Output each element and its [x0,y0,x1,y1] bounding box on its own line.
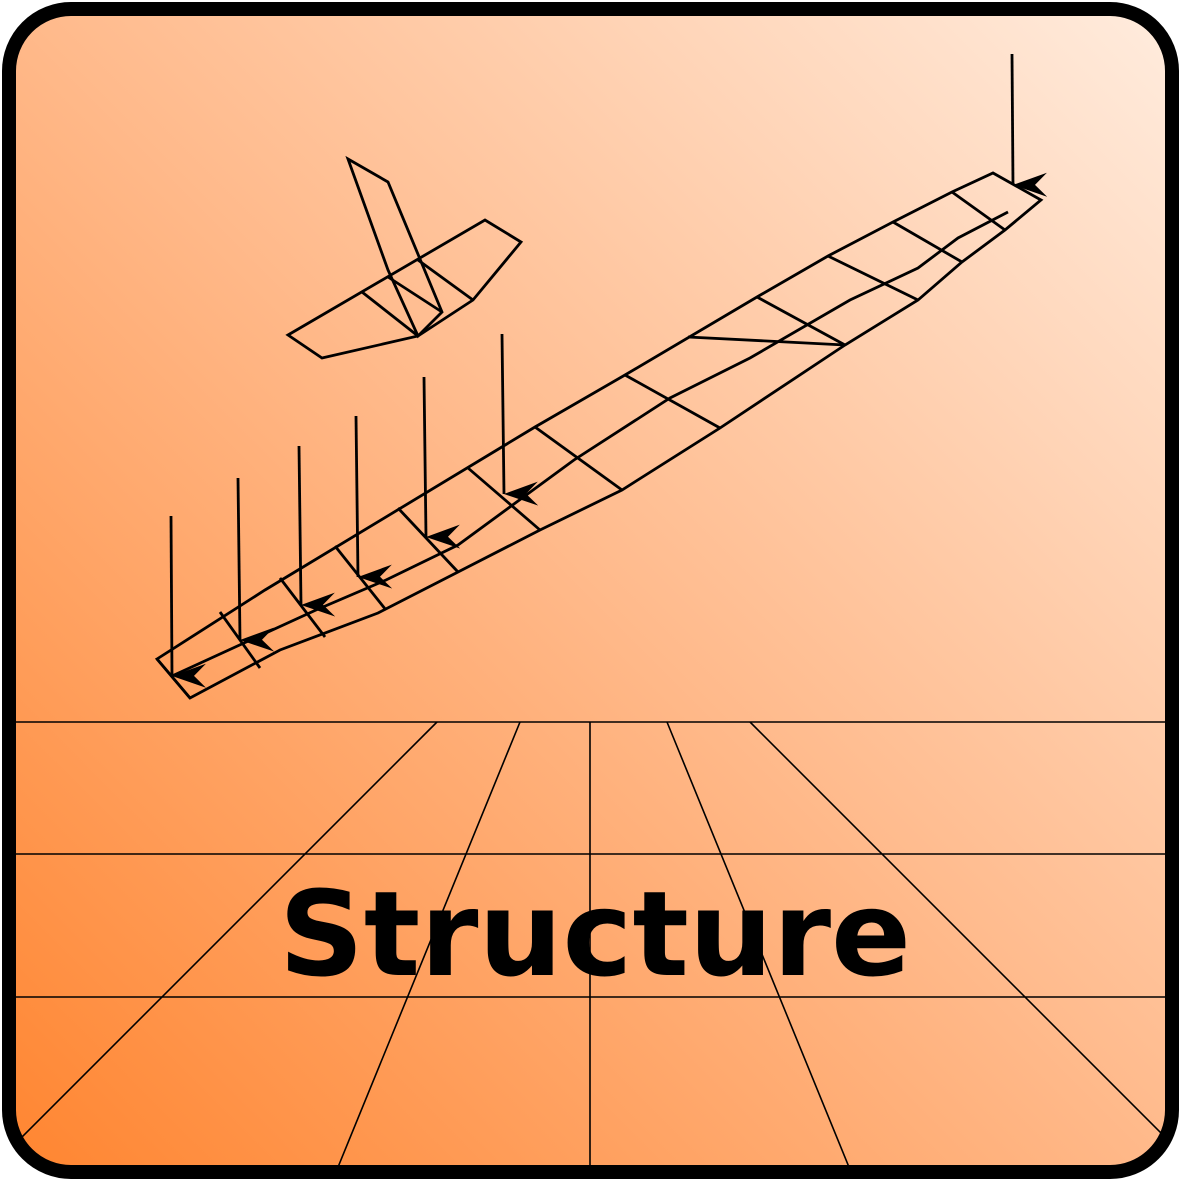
load-arrow [236,477,275,652]
tile-label: Structure [279,865,911,1003]
load-arrow [422,376,461,549]
tile-background [9,9,1172,1172]
tail-structure-icon [285,155,524,360]
load-arrow [1010,53,1048,197]
perspective-grid-icon [9,721,1172,1172]
load-arrow [169,515,207,688]
wing-structure-icon [154,171,1044,700]
load-arrow-icon [169,53,1048,688]
load-arrow [354,415,393,589]
load-arrow [500,333,539,506]
load-arrow [297,445,336,617]
